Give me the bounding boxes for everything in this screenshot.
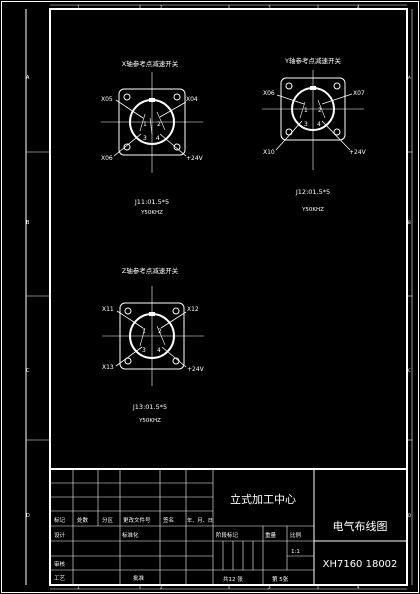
tb-scale-label: 比例 (290, 531, 302, 539)
mount-hole-icon (333, 82, 341, 90)
top-col-1: 1 (77, 5, 80, 10)
mount-hole-icon (333, 128, 341, 136)
connector-j11: X轴参考点减速开关 1 2 3 4 X05 X04 X06 +24V J11:0… (101, 59, 204, 216)
connector-j12-pin-1: 1 (304, 107, 308, 114)
connector-j13-pin-3: 3 (142, 347, 146, 354)
connector-j13-model: Y50KHZ (138, 418, 161, 424)
connector-j11-wire-2: X04 (186, 96, 198, 103)
tb-project-name[interactable]: 立式加工中心 (230, 492, 296, 506)
connector-j11-code: J11:01.5*5 (134, 198, 169, 206)
tb-header-mark: 标记 (54, 516, 66, 524)
connector-j12-title: Y轴参考点减速开关 (284, 56, 341, 65)
connector-j13-title: Z轴参考点减速开关 (122, 266, 179, 275)
top-zone-strip: 1 2 3 4 (50, 5, 407, 10)
tb-header-change-doc: 更改文件号 (123, 516, 151, 524)
top-col-2: 2 (160, 5, 163, 10)
mount-hole-icon (173, 143, 181, 151)
connector-j11-wire-1: X05 (101, 96, 113, 103)
bottom-col-1: 1 (77, 585, 80, 590)
mount-hole-icon (124, 307, 132, 315)
connector-j12-pin-2: 2 (318, 107, 322, 114)
mount-hole-icon (123, 143, 131, 151)
tb-header-date: 年、月、日 (187, 516, 213, 524)
connector-j12-wire-4: +24V (349, 149, 367, 156)
connector-j13: Z轴参考点减速开关 1 2 3 4 X11 X12 X13 +24V J13:0… (102, 266, 205, 424)
mount-hole-icon (123, 93, 131, 101)
mount-hole-icon (173, 93, 181, 101)
connector-j13-pin-1: 1 (142, 328, 146, 335)
connector-j13-wire-3: X13 (102, 364, 114, 371)
tb-stage-mark: 阶段标记 (216, 531, 239, 539)
mount-hole-icon (285, 82, 293, 90)
left-row-c: C (26, 368, 30, 374)
tb-header-sign: 签名 (163, 516, 174, 524)
connector-j11-model: Y50KHZ (140, 210, 163, 216)
connector-j13-pin-4: 4 (157, 347, 161, 354)
tb-sheet-no: 第 5张 (272, 575, 289, 583)
left-row-d: D (26, 513, 30, 519)
connector-j13-wire-1: X11 (102, 306, 114, 313)
right-row-a: A (408, 75, 411, 80)
tb-design: 设计 (54, 531, 66, 539)
left-row-a: A (26, 75, 30, 81)
connector-j11-wire-3: X06 (101, 155, 113, 162)
connector-j12-pin-3: 3 (304, 121, 308, 128)
bottom-col-4: 4 (357, 585, 360, 590)
right-row-d: D (408, 513, 411, 518)
connector-j13-code: J13:01.5*5 (132, 403, 167, 411)
tb-scale-value: 1:1 (291, 549, 300, 555)
tb-approve: 批准 (133, 574, 145, 582)
left-row-b: B (26, 220, 30, 226)
top-col-4: 4 (357, 5, 360, 10)
tb-standard: 标准化 (122, 531, 139, 539)
tb-drawing-no[interactable]: XH7160 18002 (323, 559, 398, 570)
bottom-col-3: 3 (268, 585, 271, 590)
bottom-col-2: 2 (160, 585, 163, 590)
connector-j13-wire-4: +24V (187, 366, 205, 373)
tb-process: 工艺 (54, 575, 66, 582)
connector-j12: Y轴参考点减速开关 1 2 3 4 X06 X07 X10 +24V J12:0… (262, 56, 367, 213)
connector-j12-pin-4: 4 (317, 121, 321, 128)
mount-hole-icon (124, 357, 132, 365)
connector-j11-flange (118, 88, 186, 156)
mount-hole-icon (172, 307, 180, 315)
connector-j13-flange (119, 302, 185, 370)
left-zone-strip: A B C D (25, 9, 50, 585)
connector-j11-pin-3: 3 (143, 135, 147, 142)
right-zone-strip: A B C D (407, 9, 413, 585)
connector-j11-wire-4: +24V (186, 155, 204, 162)
connector-j13-pin-2: 2 (158, 328, 162, 335)
tb-drawing-title[interactable]: 电气布线图 (333, 519, 388, 533)
top-col-3: 3 (268, 5, 271, 10)
tb-header-count: 处数 (77, 516, 89, 524)
right-row-b: B (408, 220, 411, 225)
title-block: 标记 处数 分区 更改文件号 签名 年、月、日 设计 标准化 审核 工艺 批准 … (49, 468, 408, 586)
connector-j12-code: J12:01.5*5 (295, 188, 330, 196)
tb-weight: 重量 (265, 531, 277, 539)
connector-j12-model: Y50KHZ (301, 207, 324, 213)
connector-j12-wire-1: X06 (263, 90, 275, 97)
tb-review: 审核 (54, 560, 66, 568)
tb-sheets-total: 共12 张 (223, 575, 243, 583)
connector-j11-title: X轴参考点减速开关 (122, 59, 179, 68)
connector-j13-wire-2: X12 (187, 306, 199, 313)
tb-header-zone: 分区 (102, 516, 114, 524)
connector-j11-pin-2: 2 (157, 121, 161, 128)
connector-j12-wire-3: X10 (263, 149, 275, 156)
connector-j12-flange (280, 77, 346, 141)
connector-j11-pin-1: 1 (143, 121, 147, 128)
mount-hole-icon (285, 128, 293, 136)
right-row-c: C (408, 368, 411, 373)
connector-j12-wire-2: X07 (353, 90, 365, 97)
connector-j11-pin-4: 4 (156, 135, 160, 142)
